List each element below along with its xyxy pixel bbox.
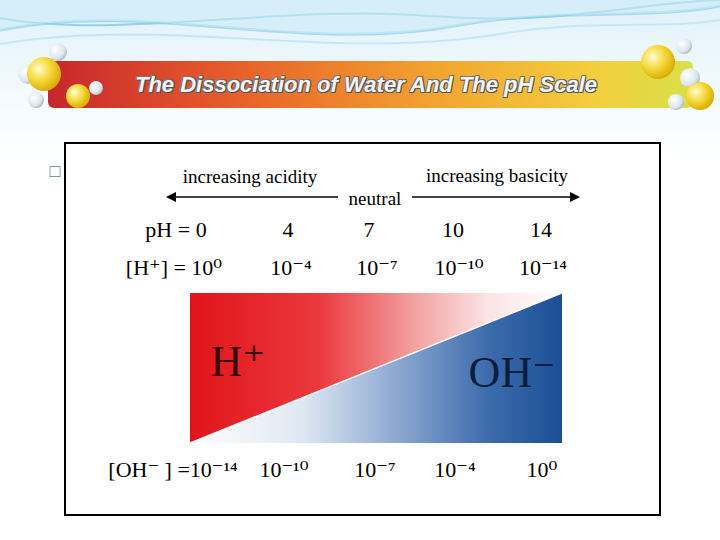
concentration-value: 10⁻¹⁰ bbox=[259, 458, 308, 482]
concentration-value: 10⁰ bbox=[527, 458, 558, 482]
top-waves bbox=[0, 0, 720, 44]
ph-value: 10 bbox=[442, 218, 464, 242]
concentration-value: 10⁻⁴ bbox=[434, 458, 475, 482]
concentration-value: 10⁻¹⁴ bbox=[519, 256, 567, 280]
ph-value: pH = 0 bbox=[145, 218, 206, 242]
bullet-glyph: □ bbox=[50, 162, 61, 182]
direction-label: increasing acidity bbox=[183, 167, 318, 188]
molecule-left bbox=[18, 43, 103, 108]
concentration-value: 10⁻⁷ bbox=[354, 458, 395, 482]
molecule-right bbox=[641, 38, 714, 110]
base-region bbox=[190, 293, 562, 443]
slide-title: The Dissociation of Water And The pH Sca… bbox=[135, 72, 597, 98]
ph-value: 7 bbox=[364, 218, 375, 242]
ph-gradient-band: H⁺ OH⁻ bbox=[190, 293, 562, 443]
ph-value: 4 bbox=[283, 218, 294, 242]
concentration-value: 10⁻⁴ bbox=[270, 256, 311, 280]
concentration-value: [H⁺] = 10⁰ bbox=[126, 256, 222, 280]
direction-label: neutral bbox=[349, 189, 402, 210]
scale-frame bbox=[65, 143, 660, 515]
concentration-value: 10⁻⁷ bbox=[356, 256, 397, 280]
direction-label: increasing basicity bbox=[426, 166, 568, 187]
acidity-arrow bbox=[166, 192, 338, 202]
diagonal-divider bbox=[190, 293, 562, 443]
ion-label: H⁺ bbox=[211, 338, 266, 386]
concentration-value: [OH⁻ ] =10⁻¹⁴ bbox=[108, 458, 237, 482]
title-banner bbox=[48, 61, 693, 108]
acid-region bbox=[190, 293, 562, 443]
ph-value: 14 bbox=[530, 218, 552, 242]
concentration-value: 10⁻¹⁰ bbox=[434, 256, 483, 280]
ion-label: OH⁻ bbox=[469, 349, 556, 397]
basicity-arrow bbox=[412, 192, 580, 202]
